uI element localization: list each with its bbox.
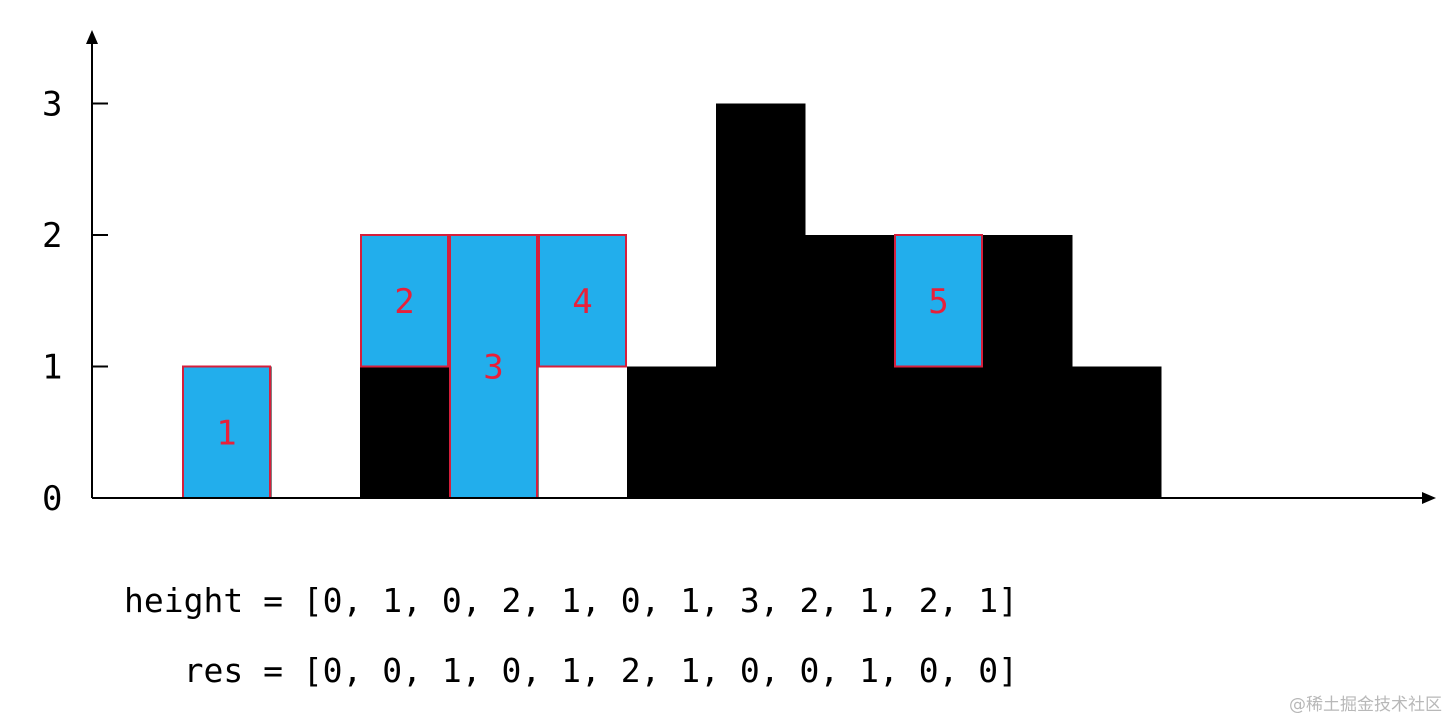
water-rect-1 [182, 365, 271, 499]
res-array-line: res = [0, 0, 1, 0, 1, 2, 1, 0, 0, 1, 0, … [124, 651, 1019, 690]
water-label-2: 2 [394, 282, 414, 322]
bar-col-7 [716, 103, 806, 498]
water-label-5: 5 [928, 282, 948, 322]
bar-col-9 [894, 366, 984, 498]
water-rect-4 [538, 234, 627, 368]
water-label-1: 1 [216, 413, 236, 453]
y-tick-label-0: 0 [42, 479, 62, 519]
water-cell-5: 5 [894, 234, 983, 368]
y-tick-label-1: 1 [42, 348, 62, 388]
water-cell-3: 3 [449, 234, 538, 499]
y-tick-label-3: 3 [42, 85, 62, 125]
water-label-3: 3 [483, 348, 503, 388]
water-label-4: 4 [572, 282, 592, 322]
axes [86, 30, 1436, 504]
y-axis-arrow [86, 30, 98, 44]
water-rect-3 [449, 234, 538, 499]
x-axis-arrow [1422, 492, 1436, 504]
watermark: @稀土掘金技术社区 [1289, 695, 1442, 715]
water-rect-5 [894, 234, 983, 368]
water-rect-2 [360, 234, 449, 368]
bar-col-11 [1072, 366, 1162, 498]
height-array-line: height = [0, 1, 0, 2, 1, 0, 1, 3, 2, 1, … [124, 581, 1019, 620]
water-cell-4: 4 [538, 234, 627, 368]
bar-col-10 [983, 235, 1073, 498]
water-cell-2: 2 [360, 234, 449, 368]
y-tick-label-2: 2 [42, 216, 62, 256]
water-cell-1: 1 [182, 365, 271, 499]
bar-col-6 [627, 366, 717, 498]
bar-col-8 [805, 235, 895, 498]
elevation-bars [182, 103, 1162, 498]
y-ticks: 0 1 2 3 [42, 85, 108, 519]
water-cells: 1 2 3 4 5 [182, 234, 983, 499]
